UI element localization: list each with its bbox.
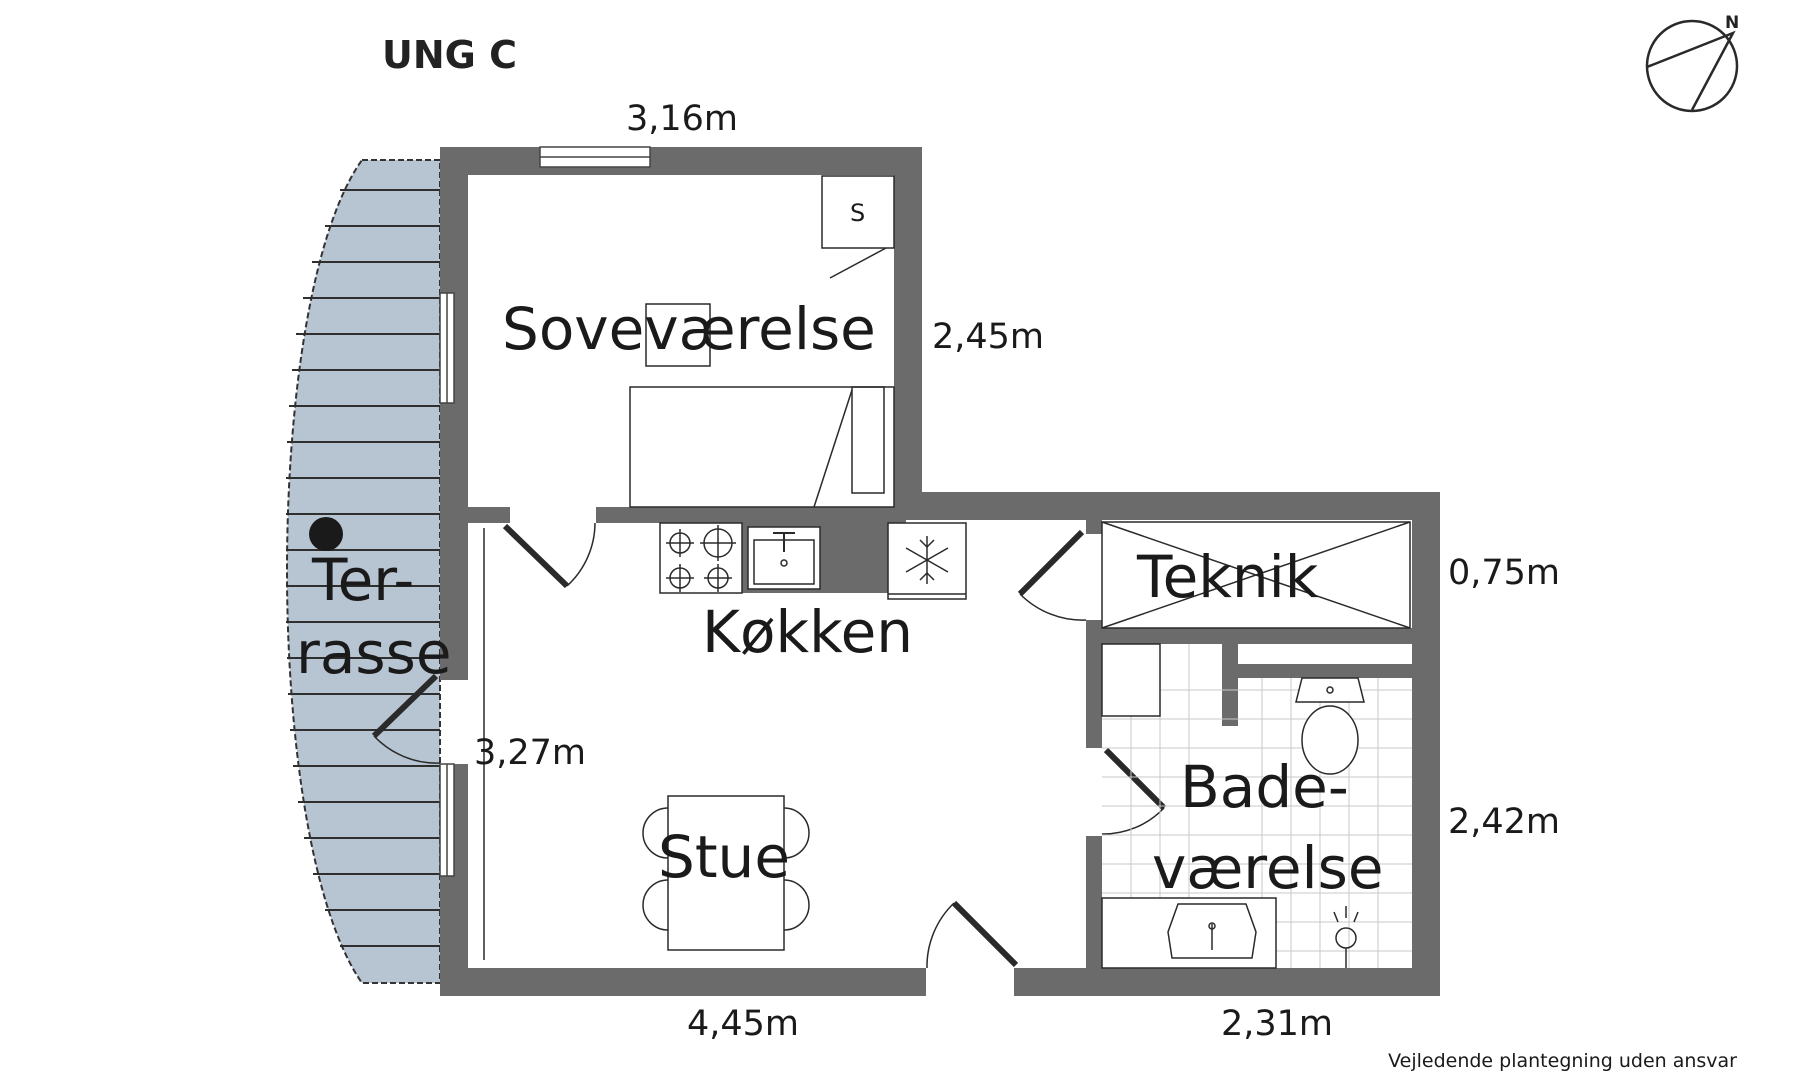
window-bedroom-left <box>439 292 455 404</box>
dimension-bedroom-right: 2,45m <box>932 317 1044 357</box>
dining-chairs <box>642 807 810 931</box>
closet-label: S <box>850 199 865 227</box>
door-entrance <box>926 900 1019 969</box>
dimension-technical-right: 0,75m <box>1448 553 1560 593</box>
bathroom-vanity <box>1101 897 1277 969</box>
fridge-icon <box>887 522 967 600</box>
terrace-area <box>286 159 441 984</box>
walls <box>440 147 1440 996</box>
door-bathroom <box>1101 747 1167 835</box>
room-label-bathroom-1: Bade- <box>1180 753 1349 821</box>
stove-icon <box>666 525 736 592</box>
window-bedroom-top <box>539 146 651 168</box>
window-living-left <box>439 763 455 877</box>
dimension-bottom-left: 4,45m <box>687 1004 799 1044</box>
dining-table <box>667 795 785 951</box>
sink-icon <box>747 526 821 590</box>
room-label-terrace-2: rasse <box>296 619 452 687</box>
compass-north-label: N <box>1725 13 1739 33</box>
toilet-icon <box>1295 677 1365 775</box>
dimension-bottom-right: 2,31m <box>1221 1004 1333 1044</box>
compass-icon <box>1645 19 1739 113</box>
washing-machine <box>1101 643 1161 717</box>
disclaimer-text: Vejledende plantegning uden ansvar <box>1388 1050 1737 1072</box>
nightstand <box>645 303 711 367</box>
room-label-living: Stue <box>658 823 790 891</box>
door-terrace <box>371 673 441 764</box>
room-label-bedroom: Soveværelse <box>502 295 876 363</box>
dimension-bathroom-right: 2,42m <box>1448 802 1560 842</box>
room-label-bathroom-2: værelse <box>1152 834 1384 902</box>
dimension-top: 3,16m <box>626 99 738 139</box>
terrace-lamp-icon <box>309 517 343 551</box>
shower-icon <box>1333 906 1359 968</box>
dimension-living-left: 3,27m <box>474 733 586 773</box>
room-label-terrace-1: Ter- <box>311 546 414 614</box>
wardrobe-closet <box>821 175 895 279</box>
bed <box>629 386 895 508</box>
door-bedroom <box>502 522 596 589</box>
technical-room <box>1101 521 1411 629</box>
door-technical <box>1017 529 1087 621</box>
room-label-technical: Teknik <box>1136 543 1319 611</box>
plan-title: UNG C <box>382 33 517 77</box>
room-label-kitchen: Køkken <box>702 598 913 666</box>
